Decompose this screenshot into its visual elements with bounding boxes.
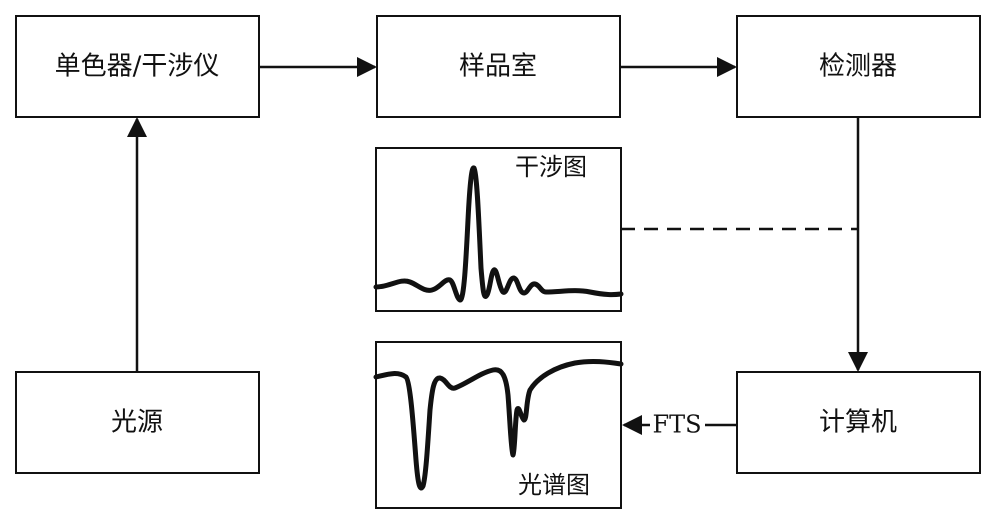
box-source: 光源 [15, 371, 260, 474]
interferogram-label: 干涉图 [515, 153, 587, 181]
spectrum-curve [373, 358, 624, 491]
plot-spectrum: 光谱图 [373, 341, 624, 509]
box-detector: 检测器 [736, 15, 981, 118]
plot-interferogram: 干涉图 [373, 147, 624, 312]
box-sample: 样品室 [376, 15, 621, 118]
box-monochromator: 单色器/干涉仪 [15, 15, 260, 118]
fts-edge: FTS [622, 411, 737, 439]
interferogram-curve [373, 165, 624, 303]
box-computer: 计算机 [736, 371, 981, 474]
spectrum-label: 光谱图 [518, 471, 590, 499]
box-monochromator-label: 单色器/干涉仪 [55, 52, 220, 82]
box-detector-label: 检测器 [819, 52, 897, 82]
box-sample-label: 样品室 [459, 52, 537, 82]
box-computer-label: 计算机 [819, 408, 897, 438]
box-source-label: 光源 [111, 408, 163, 438]
fts-label: FTS [652, 411, 701, 439]
